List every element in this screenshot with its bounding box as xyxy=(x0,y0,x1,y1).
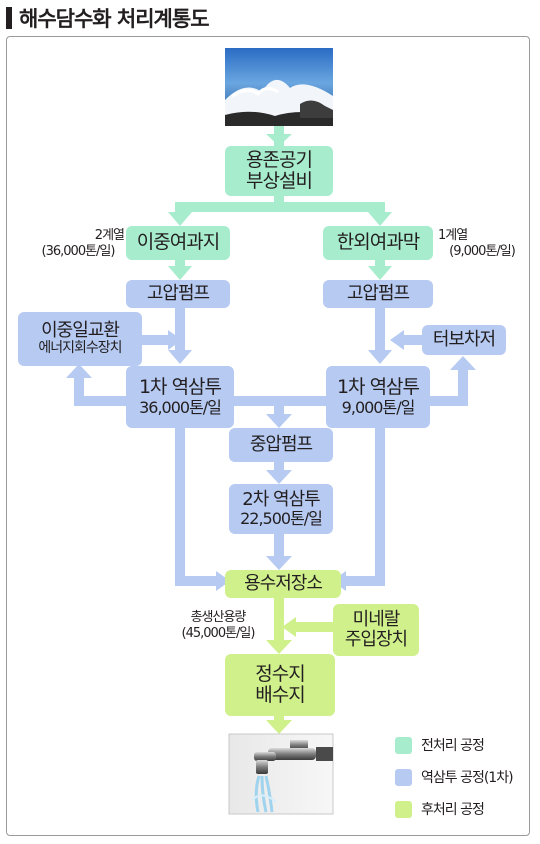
mineral-line2: 주입장치 xyxy=(344,629,408,650)
ro1-right-line1: 1차 역삼투 xyxy=(336,376,420,399)
left-line-capacity: (36,000톤/일) xyxy=(41,243,116,259)
energy-recovery-line1: 이중일교환 xyxy=(41,320,120,342)
water-storage-box: 용수저장소 xyxy=(225,570,341,598)
legend-label-posttreatment: 후처리 공정 xyxy=(421,802,485,818)
right-line-count: 1계열 xyxy=(438,228,468,243)
intake-line1: 용존공기 xyxy=(246,148,313,171)
ro2-line2: 22,500톤/일 xyxy=(240,509,323,529)
ro1-right-line2: 9,000톤/일 xyxy=(341,397,416,417)
left-line-count: 2계열 xyxy=(94,228,125,243)
ro1-left-line1: 1차 역삼투 xyxy=(138,376,222,399)
legend-reverse-osmosis: 역삼투 공정(1차) xyxy=(395,767,514,787)
mineral-line1: 미네랄 xyxy=(352,608,401,630)
legend-label-reverse-osmosis: 역삼투 공정(1차) xyxy=(421,770,514,786)
legend-swatch-reverse-osmosis xyxy=(395,768,412,786)
distribution-line1: 정수지 xyxy=(255,662,305,685)
total-capacity-value: (45,000톤/일) xyxy=(181,625,256,641)
dual-filter-box: 이중여과지 xyxy=(126,226,230,260)
diagram-frame xyxy=(6,36,530,836)
ro1-left-box: 1차 역삼투 36,000톤/일 xyxy=(126,366,234,428)
title-marker xyxy=(6,7,12,29)
ultrafiltration-box: 한외여과막 xyxy=(323,226,433,260)
distribution-line2: 배수지 xyxy=(255,684,305,706)
dual-filter-label: 이중여과지 xyxy=(136,231,220,254)
pretreatment-connectors xyxy=(168,126,392,280)
total-capacity-note: 총생산용량 (45,000톤/일) xyxy=(168,610,268,641)
post-connectors xyxy=(266,596,334,734)
pump-right-label: 고압펌프 xyxy=(346,282,410,304)
energy-recovery-box: 이중일교환 에너지회수장치 xyxy=(18,312,142,366)
intake-flotation-box: 용존공기 부상설비 xyxy=(225,146,333,196)
total-capacity-label: 총생산용량 xyxy=(190,610,247,625)
high-pressure-pump-right: 고압펌프 xyxy=(323,280,433,308)
page-title: 해수담수화 처리계통도 xyxy=(6,4,210,32)
legend-swatch-posttreatment xyxy=(395,800,412,818)
mid-pump-label: 중압펌프 xyxy=(249,433,313,455)
ro1-left-line2: 36,000톤/일 xyxy=(139,397,222,417)
intake-line2: 부상설비 xyxy=(246,170,313,192)
turbocharger-label: 터보차저 xyxy=(432,328,496,350)
energy-recovery-line2: 에너지회수장치 xyxy=(38,340,122,357)
faucet-image xyxy=(228,733,334,815)
turbocharger-box: 터보차저 xyxy=(422,325,506,355)
legend-swatch-pretreatment xyxy=(395,736,412,754)
legend-posttreatment: 후처리 공정 xyxy=(395,799,485,819)
pump-left-label: 고압펌프 xyxy=(146,282,210,304)
right-line-capacity: (9,000톤/일) xyxy=(449,243,516,259)
legend-label-pretreatment: 전처리 공정 xyxy=(421,738,485,754)
ro2-line1: 2차 역삼투 xyxy=(242,488,320,510)
ro2-box: 2차 역삼투 22,500톤/일 xyxy=(229,484,333,534)
ro1-right-box: 1차 역삼투 9,000톤/일 xyxy=(326,366,430,428)
storage-label: 용수저장소 xyxy=(244,572,323,594)
mineral-injection-box: 미네랄 주입장치 xyxy=(333,604,419,656)
left-line-note: 2계열 (36,000톤/일) xyxy=(28,228,128,259)
right-line-note: 1계열 (9,000톤/일) xyxy=(434,228,530,259)
ultrafiltration-label: 한외여과막 xyxy=(336,231,420,254)
high-pressure-pump-left: 고압펌프 xyxy=(126,280,230,308)
legend-pretreatment: 전처리 공정 xyxy=(395,735,485,755)
medium-pressure-pump-box: 중압펌프 xyxy=(229,428,333,462)
seawater-image xyxy=(225,48,333,126)
title-text: 해수담수화 처리계통도 xyxy=(19,7,210,31)
clearwell-distribution-box: 정수지 배수지 xyxy=(225,654,335,716)
ro-connectors xyxy=(66,306,476,591)
